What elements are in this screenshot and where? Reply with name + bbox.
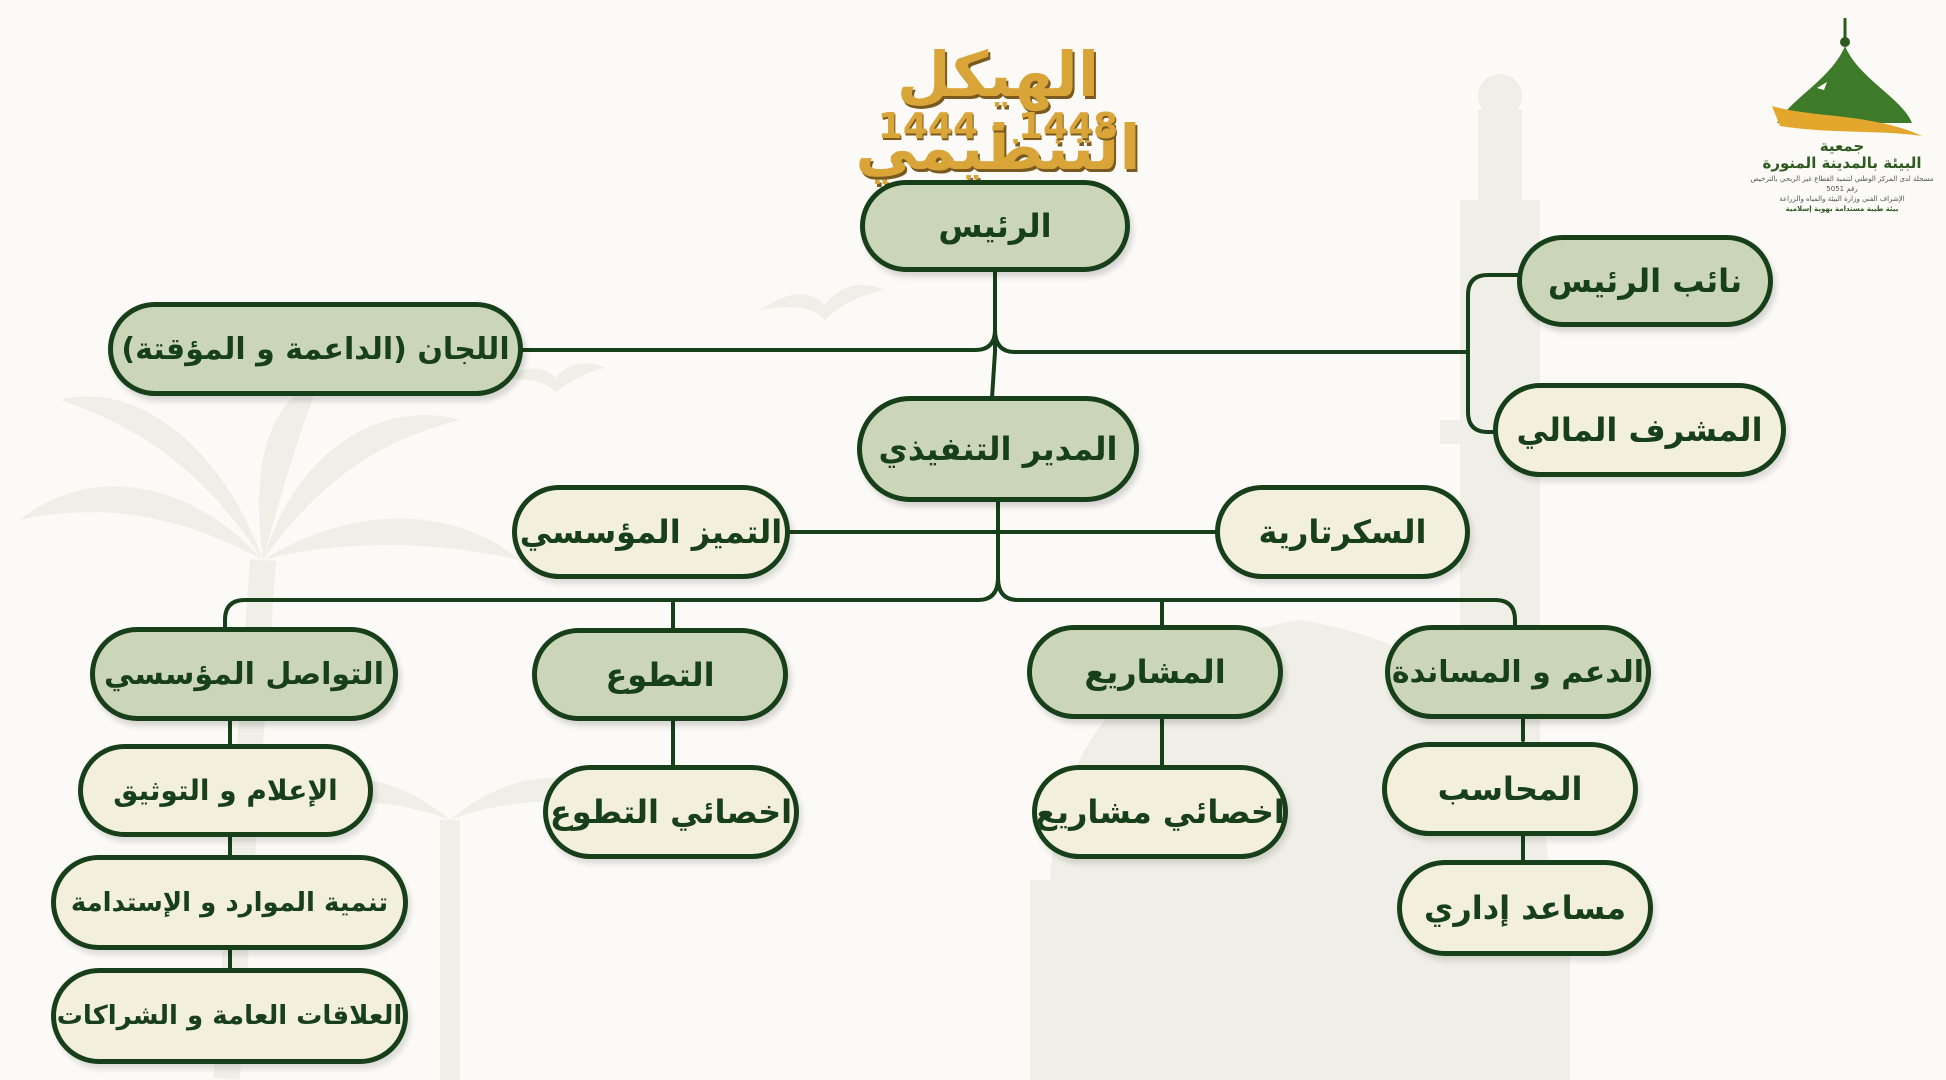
node-financial-supervisor: المشرف المالي	[1493, 383, 1786, 477]
logo-registration-text: مسجلة لدى المركز الوطني لتنمية القطاع غي…	[1750, 175, 1934, 193]
node-media-documentation: الإعلام و التوثيق	[78, 744, 373, 837]
logo-tagline: بيئة طيبة مستدامة بهوية إسلامية	[1785, 205, 1899, 213]
node-resource-development: تنمية الموارد و الإستدامة	[51, 855, 408, 950]
node-volunteer-specialist: اخصائي التطوع	[543, 765, 799, 859]
node-secretariat: السكرتارية	[1215, 485, 1470, 579]
node-projects-specialist: اخصائي مشاريع	[1032, 765, 1288, 859]
node-institutional-excellence: التميز المؤسسي	[512, 485, 790, 579]
node-executive-director: المدير التنفيذي	[857, 396, 1139, 502]
page-years: 1444 - 1448	[877, 106, 1119, 147]
node-public-relations: العلاقات العامة و الشراكات	[51, 968, 408, 1064]
node-volunteering: التطوع	[532, 628, 788, 721]
node-committees: اللجان (الداعمة و المؤقتة)	[108, 302, 523, 396]
node-support: الدعم و المساندة	[1385, 625, 1651, 719]
logo-details: مسجلة لدى المركز الوطني لتنمية القطاع غي…	[1750, 174, 1934, 214]
logo-name: جمعية البيئة بالمدينة المنورة	[1750, 138, 1934, 172]
node-institutional-communication: التواصل المؤسسي	[90, 627, 398, 721]
organization-logo	[1772, 18, 1922, 136]
node-accountant: المحاسب	[1382, 742, 1638, 836]
node-vice-president: نائب الرئيس	[1517, 235, 1773, 327]
logo-supervision-text: الإشراف الفني وزارة البيئة والمياه والزر…	[1779, 195, 1905, 203]
logo-name-line1: جمعية	[1819, 137, 1865, 155]
node-projects: المشاريع	[1027, 625, 1283, 719]
logo-name-line2: البيئة بالمدينة المنورة	[1762, 154, 1922, 172]
node-admin-assistant: مساعد إداري	[1397, 860, 1653, 956]
node-president: الرئيس	[860, 180, 1130, 272]
page-title: الهيكل التنظيمي	[855, 38, 1141, 184]
